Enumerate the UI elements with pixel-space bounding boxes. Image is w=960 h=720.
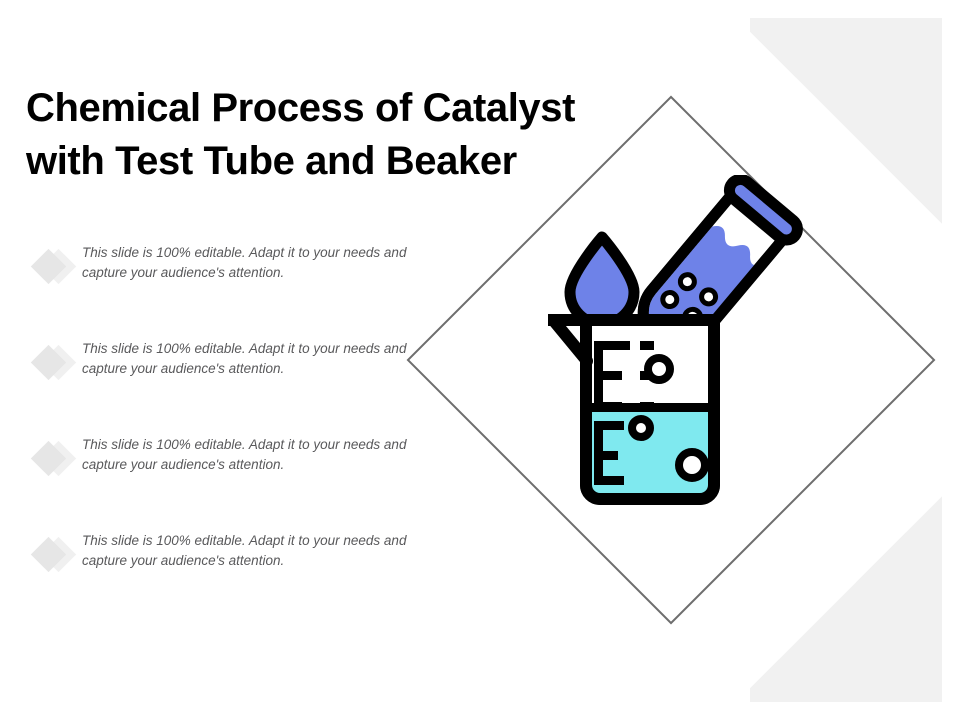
test-tube-and-beaker-illustration: [540, 175, 860, 525]
list-item-text: This slide is 100% editable. Adapt it to…: [82, 245, 407, 280]
liquid-droplet-icon: [564, 231, 640, 330]
double-diamond-bullet-icon: [30, 248, 77, 288]
list-item[interactable]: This slide is 100% editable. Adapt it to…: [30, 339, 430, 435]
list-item[interactable]: This slide is 100% editable. Adapt it to…: [30, 435, 430, 531]
list-item-text: This slide is 100% editable. Adapt it to…: [82, 437, 407, 472]
bullet-list: This slide is 100% editable. Adapt it to…: [30, 243, 430, 627]
page-title: Chemical Process of Catalyst with Test T…: [26, 86, 576, 184]
list-item[interactable]: This slide is 100% editable. Adapt it to…: [30, 243, 430, 339]
list-item[interactable]: This slide is 100% editable. Adapt it to…: [30, 531, 430, 627]
beaker-icon: [548, 314, 720, 505]
double-diamond-bullet-icon: [30, 440, 77, 480]
double-diamond-bullet-icon: [30, 344, 77, 384]
double-diamond-bullet-icon: [30, 536, 77, 576]
list-item-text: This slide is 100% editable. Adapt it to…: [82, 533, 407, 568]
list-item-text: This slide is 100% editable. Adapt it to…: [82, 341, 407, 376]
